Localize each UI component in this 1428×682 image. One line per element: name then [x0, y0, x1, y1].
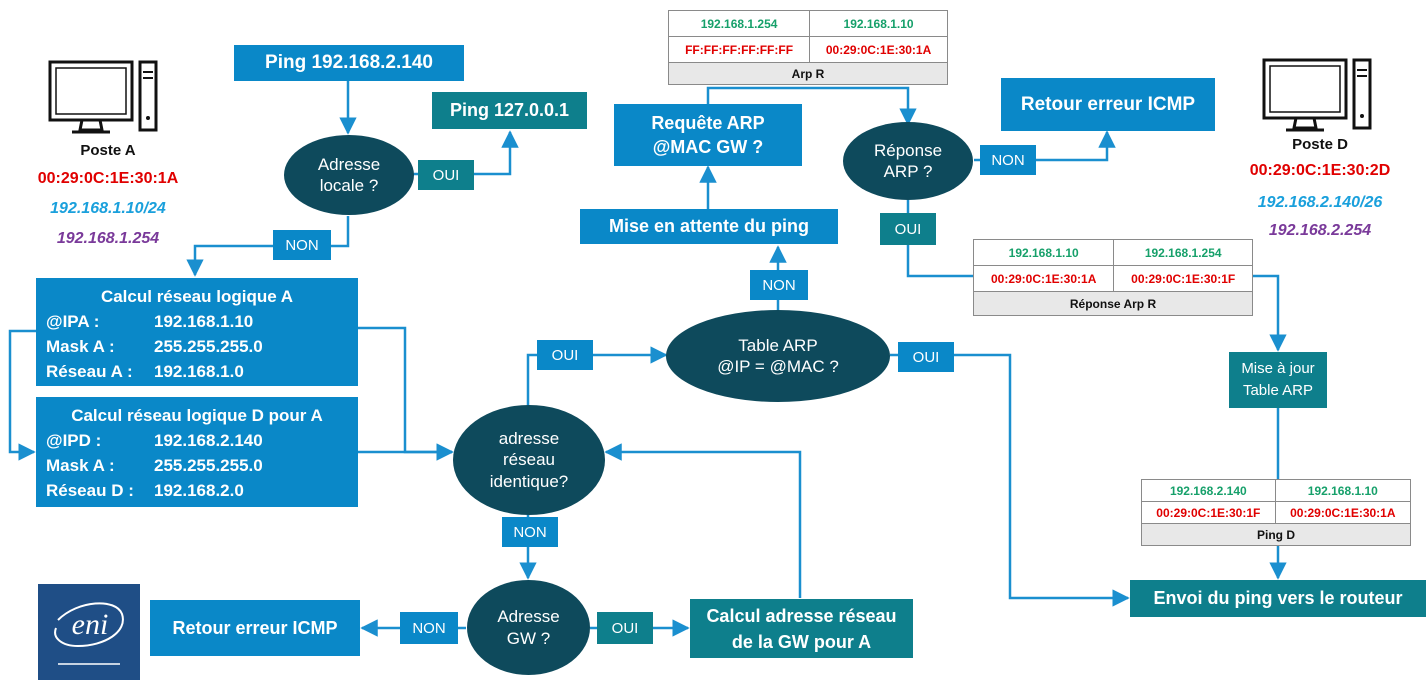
label-oui-table: OUI — [898, 342, 954, 372]
requete-arp-l2: @MAC GW ? — [652, 137, 764, 157]
poste-d: Poste D 00:29:0C:1E:30:2D 192.168.2.140/… — [1232, 58, 1428, 258]
maj-arp-l1: Mise à jour — [1241, 360, 1315, 377]
decision-table-arp-l1: Table ARP — [738, 335, 818, 355]
calc-d-key: Mask A : — [46, 456, 115, 475]
label-non-reseau: NON — [502, 517, 558, 547]
retour-icmp-bottom-box: Retour erreur ICMP — [150, 600, 360, 656]
decision-adresse-locale-l2: locale ? — [319, 176, 379, 195]
decision-gw-l2: GW ? — [506, 628, 551, 648]
label-oui-locale: OUI — [418, 160, 474, 190]
calc-a-value: 192.168.1.0 — [154, 362, 244, 381]
calc-d-title: Calcul réseau logique D pour A — [71, 406, 323, 425]
calc-d-key: @IPD : — [46, 431, 102, 450]
decision-reseau-l2: réseau — [503, 450, 555, 470]
label-non-table: NON — [750, 270, 808, 300]
calc-d-value: 255.255.255.0 — [154, 456, 263, 475]
decision-table-arp: Table ARP @IP = @MAC ? — [666, 310, 890, 402]
rep-arp-ip1: 192.168.1.10 — [972, 239, 1115, 266]
calc-gw-l1: Calcul adresse réseau — [706, 605, 897, 626]
poste-a-name: Poste A — [80, 142, 136, 159]
ping-d-caption: Ping D — [1141, 523, 1411, 546]
arp-r-mac1: FF:FF:FF:FF:FF:FF — [667, 36, 811, 63]
arp-r-mac2: 00:29:0C:1E:30:1A — [809, 36, 948, 63]
calc-d-value: 192.168.2.0 — [154, 481, 244, 500]
ping-d-mac2: 00:29:0C:1E:30:1A — [1274, 501, 1412, 524]
eni-logo-mark — [54, 602, 124, 665]
label-oui-reponse: OUI — [880, 213, 936, 245]
requete-arp-box: Requête ARP @MAC GW ? — [614, 104, 802, 166]
mise-en-attente-box: Mise en attente du ping — [580, 209, 838, 244]
decision-reseau-l1: adresse — [498, 429, 560, 449]
label-non-gw: NON — [400, 612, 458, 644]
rep-arp-mac2: 00:29:0C:1E:30:1F — [1113, 265, 1253, 292]
calc-reseau-d: Calcul réseau logique D pour A @IPD : 192… — [36, 397, 358, 507]
retour-icmp-top-box: Retour erreur ICMP — [1001, 78, 1215, 131]
decision-reseau-l3: identique? — [489, 471, 569, 491]
calc-reseau-a: Calcul réseau logique A @IPA : 192.168.1.… — [36, 278, 358, 386]
label-oui-gw: OUI — [597, 612, 653, 644]
ping-destination-box: Ping 192.168.2.140 — [234, 45, 464, 81]
rep-arp-caption: Réponse Arp R — [973, 291, 1253, 316]
requete-arp-l1: Requête ARP — [651, 113, 765, 133]
decision-table-arp-l2: @IP = @MAC ? — [717, 357, 839, 376]
calc-d-value: 192.168.2.140 — [154, 431, 263, 450]
rep-arp-ip2: 192.168.1.254 — [1113, 239, 1253, 266]
ping-d-mac1: 00:29:0C:1E:30:1F — [1141, 501, 1276, 524]
arp-r-ip1: 192.168.1.254 — [667, 10, 811, 37]
envoi-ping-box: Envoi du ping vers le routeur — [1130, 580, 1426, 617]
decision-adresse-locale-l1: Adresse — [317, 154, 381, 174]
eni-logo: eni — [38, 584, 140, 680]
arp-r-ip2: 192.168.1.10 — [809, 10, 948, 37]
calc-a-value: 255.255.255.0 — [154, 337, 263, 356]
calc-a-title: Calcul réseau logique A — [100, 287, 294, 306]
poste-a-mac: 00:29:0C:1E:30:1A — [37, 170, 179, 187]
poste-d-gateway: 192.168.2.254 — [1268, 222, 1372, 239]
poste-a-gateway: 192.168.1.254 — [56, 230, 160, 247]
ping-local-box: Ping 127.0.0.1 — [432, 92, 587, 129]
computer-icon — [48, 60, 158, 134]
calc-gw-box: Calcul adresse réseau de la GW pour A — [690, 599, 913, 658]
decision-reponse-arp-l1: Réponse — [873, 140, 943, 160]
rep-arp-mac1: 00:29:0C:1E:30:1A — [972, 265, 1115, 292]
poste-d-name: Poste D — [1292, 136, 1348, 153]
ping-d-ip1: 192.168.2.140 — [1141, 479, 1276, 502]
label-non-locale: NON — [273, 230, 331, 260]
poste-a-ip: 192.168.1.10/24 — [50, 200, 166, 217]
poste-d-ip: 192.168.2.140/26 — [1257, 194, 1383, 211]
decision-reponse-arp-l2: ARP ? — [883, 162, 933, 181]
calc-a-key: @IPA : — [46, 312, 100, 331]
eni-logo-text: eni — [71, 608, 109, 641]
calc-a-value: 192.168.1.10 — [154, 312, 254, 331]
arp-r-caption: Arp R — [668, 62, 948, 85]
label-oui-reseau: OUI — [537, 340, 593, 370]
ping-d-ip2: 192.168.1.10 — [1274, 479, 1412, 502]
computer-icon — [1262, 58, 1372, 132]
decision-adresse-locale: Adresse locale ? — [284, 135, 414, 215]
decision-gw-l1: Adresse — [497, 607, 560, 627]
label-non-reponse: NON — [980, 145, 1036, 175]
maj-arp-l2: Table ARP — [1242, 382, 1314, 399]
calc-d-key: Réseau D : — [46, 481, 134, 500]
poste-a: Poste A 00:29:0C:1E:30:1A 192.168.1.10/2… — [20, 58, 210, 258]
calc-a-key: Réseau A : — [46, 362, 133, 381]
poste-d-mac: 00:29:0C:1E:30:2D — [1249, 162, 1391, 179]
calc-a-key: Mask A : — [46, 337, 115, 356]
calc-gw-l2: de la GW pour A — [731, 631, 872, 652]
